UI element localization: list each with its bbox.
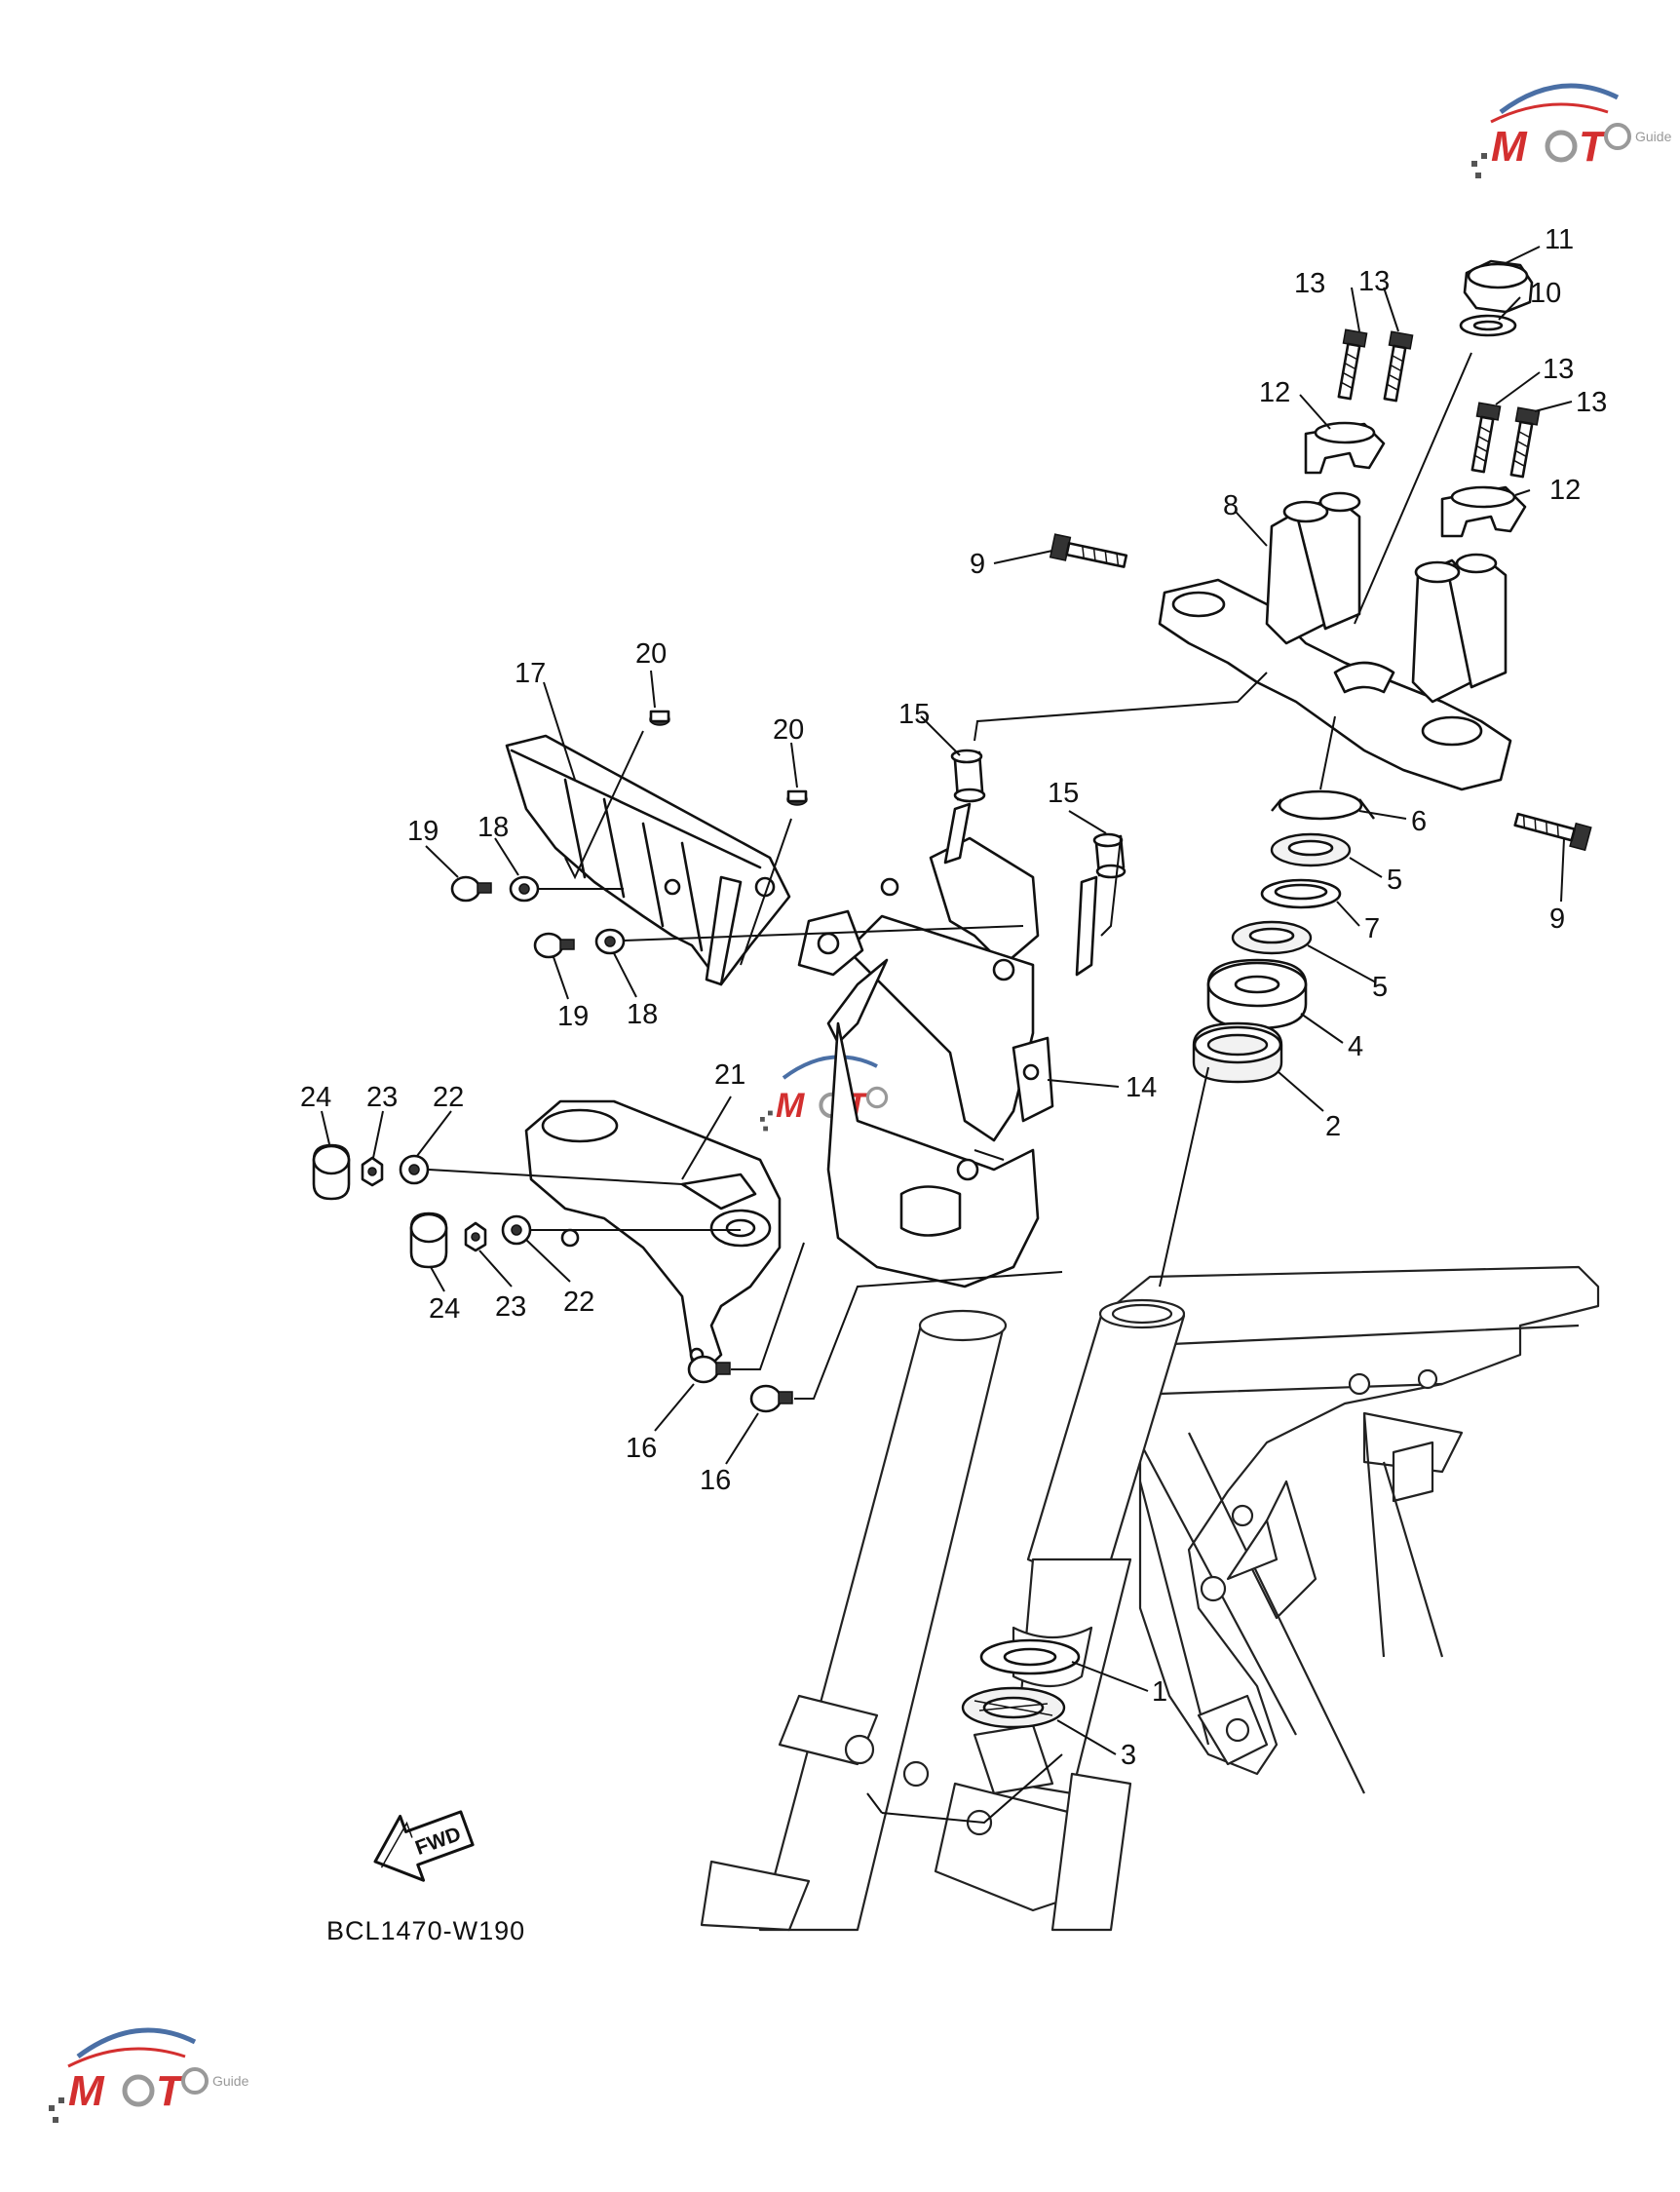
callout-21: 21 <box>714 1059 745 1091</box>
callout-5-b: 5 <box>1372 972 1388 1003</box>
callout-15-a: 15 <box>898 699 930 730</box>
callout-14: 14 <box>1126 1072 1157 1103</box>
assembly-lines <box>428 352 1472 1825</box>
nut-23-upper <box>361 1156 384 1187</box>
callout-12-b: 12 <box>1549 475 1581 506</box>
callout-5-a: 5 <box>1387 865 1402 896</box>
ring-nut-5-lower <box>1231 920 1313 955</box>
rubber-grommet-15-left <box>950 749 986 803</box>
callout-22-a: 22 <box>433 1082 464 1113</box>
callout-13-b: 13 <box>1358 266 1390 297</box>
callout-4: 4 <box>1348 1031 1363 1062</box>
bracket-21 <box>524 1099 782 1366</box>
callout-24-a: 24 <box>300 1082 331 1113</box>
callout-23-a: 23 <box>366 1082 398 1113</box>
washer-22-lower <box>501 1214 532 1246</box>
svg-text:M: M <box>68 2067 105 2115</box>
stem-nut <box>1463 259 1534 314</box>
frame <box>1099 1265 1600 1794</box>
svg-text:M: M <box>1491 123 1528 171</box>
fwd-arrow: FWD <box>373 1810 475 1882</box>
callout-7: 7 <box>1364 913 1380 944</box>
bolt-19-upper <box>450 875 492 903</box>
bearing-cover-1 <box>979 1638 1081 1675</box>
callout-24-b: 24 <box>429 1293 460 1325</box>
handlebar-holder-upper <box>1304 421 1386 475</box>
svg-text:M: M <box>776 1087 805 1125</box>
washer-22-upper <box>399 1154 430 1185</box>
lock-washer-6 <box>1271 789 1375 821</box>
callout-19-b: 19 <box>557 1001 589 1032</box>
callout-10: 10 <box>1530 278 1561 309</box>
bolt-16-right <box>749 1384 793 1413</box>
callout-22-b: 22 <box>563 1287 594 1318</box>
washer <box>1459 314 1517 337</box>
callout-13-d: 13 <box>1576 387 1607 418</box>
svg-text:T: T <box>156 2067 185 2115</box>
callout-17: 17 <box>515 658 546 689</box>
callout-13-a: 13 <box>1294 268 1325 299</box>
callout-9-right: 9 <box>1549 904 1565 935</box>
callout-12-a: 12 <box>1259 377 1290 408</box>
bearing-2 <box>1192 1021 1283 1084</box>
drawing-code: BCL1470-W190 <box>326 1916 525 1945</box>
head-pipe <box>1026 1298 1186 1571</box>
nut-23-lower <box>464 1221 487 1252</box>
damper-24-lower <box>409 1211 448 1269</box>
upper-bracket <box>1158 491 1512 791</box>
callout-13-c: 13 <box>1543 354 1574 385</box>
callout-9-left: 9 <box>970 549 985 580</box>
watermark-logo-center: M T <box>760 1055 889 1132</box>
washer-18-upper <box>509 875 540 903</box>
callout-18-a: 18 <box>477 812 509 843</box>
callout-19-a: 19 <box>407 816 439 847</box>
bolt-19-lower <box>533 932 575 959</box>
grommet-20-right <box>786 789 808 806</box>
callout-2: 2 <box>1325 1111 1341 1142</box>
rubber-grommet-15-right <box>1092 832 1126 879</box>
fork-tubes <box>700 1309 1132 1932</box>
rubber-washer-7 <box>1260 878 1342 909</box>
bearing-cover-4 <box>1206 958 1308 1030</box>
callout-23-b: 23 <box>495 1291 526 1323</box>
callout-18-b: 18 <box>627 999 658 1030</box>
bearing-3 <box>961 1686 1066 1729</box>
cover-17 <box>505 734 791 986</box>
grommet-20-left <box>649 710 670 726</box>
callout-20-a: 20 <box>635 638 667 670</box>
watermark-logo-top: M T Guide <box>1471 83 1672 178</box>
handlebar-holder-lower <box>1440 485 1527 538</box>
callout-11: 11 <box>1545 224 1574 255</box>
callout-leaders <box>321 246 1573 1755</box>
callout-20-b: 20 <box>773 714 804 746</box>
bolt-16-left <box>687 1355 731 1384</box>
callout-8: 8 <box>1223 490 1239 521</box>
watermark-logo-bottom: M T Guide <box>49 2027 249 2123</box>
damper-24-upper <box>312 1143 351 1201</box>
callout-1: 1 <box>1152 1676 1167 1708</box>
pinch-bolt-left <box>1049 533 1128 568</box>
washer-18-lower <box>594 928 626 955</box>
callouts: 11 13 13 10 13 13 12 12 8 9 17 20 20 15 … <box>300 224 1607 1771</box>
callout-16-a: 16 <box>626 1433 657 1464</box>
callout-16-b: 16 <box>700 1465 731 1496</box>
pinch-bolt-right <box>1513 812 1592 852</box>
callout-3: 3 <box>1121 1740 1136 1771</box>
svg-text:T: T <box>1579 123 1608 171</box>
svg-text:Guide: Guide <box>212 2073 249 2089</box>
ring-nut-5-upper <box>1270 832 1352 867</box>
callout-15-b: 15 <box>1048 778 1079 809</box>
bolts-13 <box>1337 328 1541 479</box>
callout-6: 6 <box>1411 806 1427 837</box>
stay-bracket-14 <box>797 749 1126 1288</box>
svg-text:Guide: Guide <box>1635 129 1672 144</box>
